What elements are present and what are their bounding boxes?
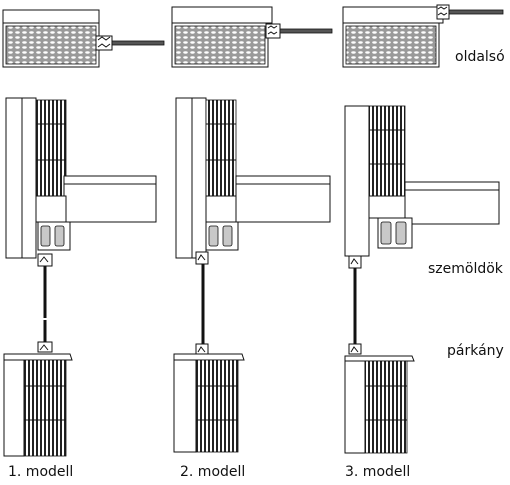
label-sill-section: párkány	[447, 343, 504, 359]
label-head-section: szemöldök	[428, 261, 503, 277]
label-model-2: 2. modell	[180, 464, 246, 480]
head-section-model-2	[175, 97, 331, 346]
side-section-model-2	[171, 6, 333, 68]
label-side-section: oldalsó	[455, 49, 505, 65]
head-section-model-3	[344, 105, 500, 345]
head-section-model-1	[5, 97, 157, 318]
side-section-model-3	[342, 4, 504, 68]
side-section-model-1	[2, 9, 165, 68]
sill-section-model-3	[344, 343, 415, 454]
sill-section-model-1	[3, 320, 73, 457]
sill-section-model-2	[173, 343, 245, 453]
label-model-1: 1. modell	[8, 464, 74, 480]
label-model-3: 3. modell	[345, 464, 411, 480]
